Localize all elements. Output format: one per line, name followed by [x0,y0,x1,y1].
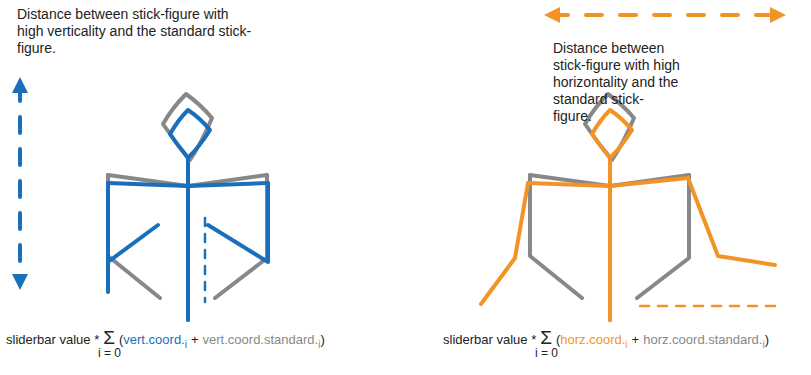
formula-term: horz.coord. [560,332,625,347]
formula-term: + [191,332,199,347]
formula-term: + [632,332,640,347]
subscript: i [625,339,627,350]
formula-term: horz.coord.standard. [643,332,762,347]
formula-term: ( [119,332,123,347]
formula-term: vert.coord. [123,332,184,347]
formula: sliderbar value *Σ(vert.coord.i+vert.coo… [6,327,325,350]
subscript: i [762,339,764,350]
formula: sliderbar value *Σ(horz.coord.i+horz.coo… [443,327,769,350]
sum-index: i = 0 [98,346,121,360]
sum-symbol: Σ [103,327,115,348]
sum-symbol: Σ [540,327,552,348]
formula-term: ) [765,332,769,347]
formula-term: sliderbar value * [6,332,99,347]
formula-term: vert.coord.standard. [203,332,319,347]
subscript: i [318,339,320,350]
horizontal-arrow [552,13,778,17]
vertical-figure [108,110,268,320]
standard-figure [108,94,267,320]
sum-index: i = 0 [535,346,558,360]
horizontal-figure [481,110,778,320]
heading-note: Distance between stick-figure with high … [17,6,252,57]
vertical-arrow [18,85,22,282]
subscript: i [185,339,187,350]
standard-figure [530,94,689,320]
formula-term: sliderbar value * [443,332,536,347]
formula-term: ) [320,332,324,347]
formula-term: ( [556,332,560,347]
heading-note: Distance between stick-figure with high … [553,40,681,125]
